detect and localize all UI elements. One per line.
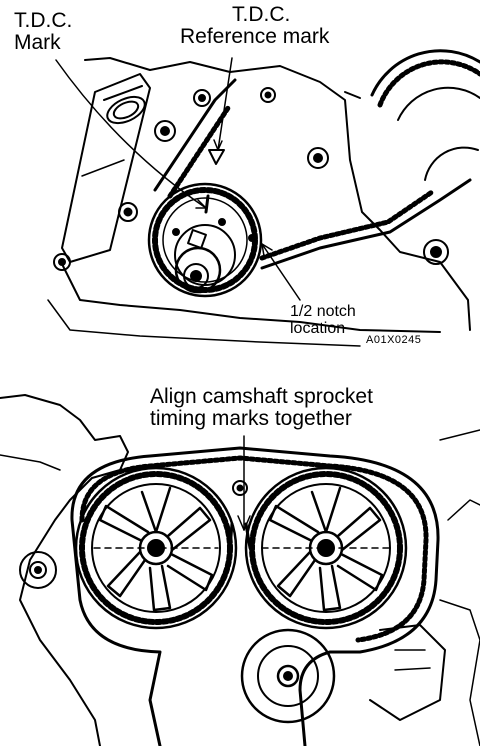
half-notch-label: 1/2 notch location xyxy=(290,303,356,338)
right-sprocket-timing-mark xyxy=(244,522,252,550)
half-notch-label-line1: 1/2 notch xyxy=(290,303,356,320)
top-leader-lines xyxy=(55,57,301,301)
tdc-reference-label: T.D.C. Reference mark xyxy=(180,3,330,49)
tensioner-cylinder xyxy=(61,73,151,263)
upper-right-sprocket xyxy=(370,49,480,181)
tdc-mark-label-line2: Mark xyxy=(14,31,61,55)
engine-block-lower-edge xyxy=(59,259,441,333)
top-timing-belt xyxy=(153,78,472,270)
center-idler-bolt xyxy=(232,480,248,496)
camshaft-alignment-caption-line2: timing marks together xyxy=(150,407,352,431)
tdc-reference-label-line2: Reference mark xyxy=(180,25,330,49)
lower-right-bracket xyxy=(369,624,446,721)
tdc-reference-label-line1: T.D.C. xyxy=(232,3,291,26)
left-idler-pulley xyxy=(19,551,57,589)
half-notch-label-line2: location xyxy=(290,319,346,337)
right-camshaft-sprocket xyxy=(244,466,408,630)
bottom-timing-belt-teeth xyxy=(79,455,429,643)
top-engine-diagram xyxy=(47,49,480,347)
block-bolts xyxy=(53,87,449,271)
camshaft-alignment-caption-line1: Align camshaft sprocket xyxy=(150,385,373,408)
camshaft-alignment-caption: Align camshaft sprocket timing marks tog… xyxy=(150,385,373,431)
lower-tensioner-pulley xyxy=(240,628,336,724)
tdc-mark-label: T.D.C. Mark xyxy=(14,9,73,55)
figure-code-label: A01X0245 xyxy=(366,334,422,346)
bottom-engine-diagram xyxy=(0,394,480,746)
left-block-edge xyxy=(0,394,129,746)
tdc-mark-label-line1: T.D.C. xyxy=(14,9,73,32)
crankshaft-sprocket xyxy=(147,182,263,298)
reference-mark-triangle xyxy=(208,149,225,165)
left-sprocket-timing-mark xyxy=(228,522,234,550)
left-camshaft-sprocket xyxy=(74,466,238,630)
